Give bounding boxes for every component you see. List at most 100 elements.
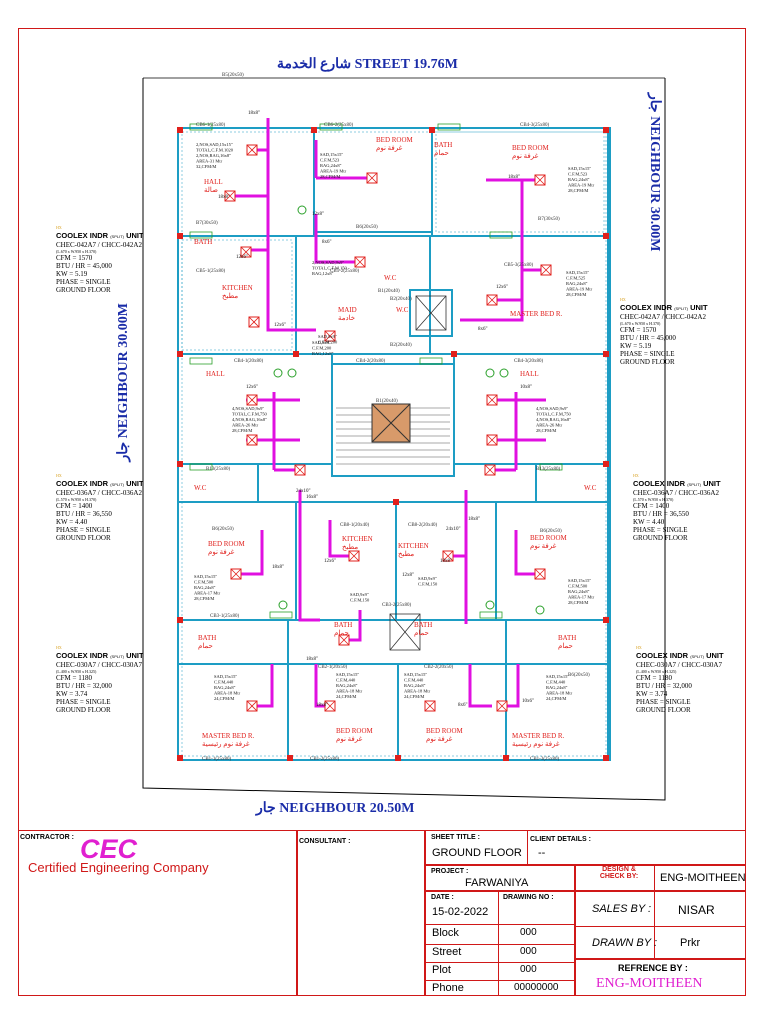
air-note: C.F.M,500 bbox=[194, 580, 214, 586]
beam-tag bbox=[539, 463, 563, 471]
diffuser-cross bbox=[540, 264, 552, 276]
duct-run bbox=[468, 664, 492, 708]
air-note: RAG,24x8" bbox=[214, 685, 236, 691]
air-note: RAG,12x8" bbox=[312, 351, 334, 357]
room-label: W.C bbox=[396, 306, 409, 314]
room-label-arabic: حمام bbox=[434, 149, 449, 157]
duct-size-label: 18x8" bbox=[306, 657, 318, 662]
duct-size-label: 10x6" bbox=[522, 699, 534, 704]
divider bbox=[424, 980, 574, 981]
date-value: 15-02-2022 bbox=[432, 906, 489, 918]
air-note: AREA-31 Mtr bbox=[196, 159, 223, 164]
stairs-group bbox=[336, 295, 450, 651]
beam-tag bbox=[479, 611, 503, 619]
diffusers-group bbox=[224, 144, 552, 712]
room-label-arabic: غرفة نوم رئيسية bbox=[202, 740, 250, 748]
air-note: SAD,15x15" bbox=[404, 672, 427, 678]
diffuser-cross bbox=[324, 700, 336, 712]
duct-size-label: 12x8" bbox=[312, 212, 324, 217]
section-mark bbox=[287, 368, 297, 378]
room-label: BED ROOM bbox=[512, 144, 550, 152]
beam-label: B2(20x40) bbox=[390, 343, 412, 348]
beam-tag bbox=[189, 123, 213, 131]
duct-size-label: 24x10" bbox=[296, 489, 311, 494]
company-name: Certified Engineering Company bbox=[28, 860, 209, 875]
wall bbox=[177, 619, 289, 665]
room-label: BATH bbox=[198, 634, 216, 642]
air-note: AREA-18 Mtr bbox=[404, 689, 431, 694]
divider bbox=[498, 890, 499, 996]
air-note: 4,NOS,RAG,16x8" bbox=[232, 417, 267, 423]
beam-label: B6(20x50) bbox=[568, 673, 590, 678]
column-mark bbox=[177, 461, 183, 467]
duct-run bbox=[514, 530, 540, 576]
column-mark bbox=[177, 617, 183, 623]
air-note: C.F.M,440 bbox=[546, 680, 566, 686]
column-mark bbox=[177, 351, 183, 357]
wall bbox=[295, 501, 397, 621]
divider bbox=[296, 830, 298, 996]
air-note: TOTAL,C.F.M.1020 bbox=[196, 148, 234, 154]
duct-run bbox=[236, 530, 264, 576]
air-note: C.F.M,523 bbox=[568, 172, 588, 178]
room-label-arabic: غرفة نوم bbox=[512, 152, 539, 160]
duct-size-label: 18x8" bbox=[508, 175, 520, 180]
air-note: RAG,24x8" bbox=[194, 585, 216, 591]
room-label-arabic: حمام bbox=[558, 642, 573, 650]
air-note: 24,CFM/M bbox=[336, 694, 356, 700]
column-mark bbox=[287, 755, 293, 761]
beam-label: B1(20x40) bbox=[376, 399, 398, 404]
room-label-arabic: مطبخ bbox=[398, 550, 414, 558]
air-note: SAD,15x15" bbox=[336, 672, 359, 678]
air-note: SAD,15x15" bbox=[214, 674, 237, 680]
air-note: 2,NOS,RAG,16x8" bbox=[196, 153, 231, 159]
air-note: SAD,15x15" bbox=[320, 152, 343, 158]
air-note: 28,CFM/M bbox=[536, 428, 556, 434]
room-label: BATH bbox=[558, 634, 576, 642]
beam-label: CB8-1(20x40) bbox=[340, 523, 370, 528]
column-marks-group bbox=[177, 123, 609, 761]
duct-run bbox=[298, 490, 320, 622]
room-label-arabic: مطبخ bbox=[342, 543, 358, 551]
wall bbox=[177, 127, 611, 761]
diffuser-cross bbox=[534, 174, 546, 186]
beam-label: CB2-1(20x50) bbox=[318, 665, 348, 670]
divider bbox=[424, 890, 746, 892]
room-label: MAID bbox=[338, 306, 357, 314]
diffuser-cross bbox=[294, 464, 306, 476]
sales-by-label: SALES BY : bbox=[592, 903, 652, 915]
diffuser-cross bbox=[424, 700, 436, 712]
diffuser-cross bbox=[484, 464, 496, 476]
air-note: SAD,15x15" bbox=[194, 574, 217, 580]
air-note: C.F.M,523 bbox=[320, 158, 340, 164]
air-note: RAG,24x8" bbox=[336, 683, 358, 689]
beam-label: CB8-2(20x40) bbox=[408, 523, 438, 528]
room-label: MASTER BED R. bbox=[510, 310, 563, 318]
duct-size-label: 8x6" bbox=[322, 240, 332, 245]
air-note: AREA-19 Mtr bbox=[568, 183, 595, 188]
room-label: BATH bbox=[414, 621, 432, 629]
street-label-top: شارع الخدمة STREET 19.76M bbox=[277, 57, 458, 72]
divider bbox=[574, 926, 746, 927]
diffuser-cross bbox=[224, 190, 236, 202]
diffuser-cross bbox=[246, 144, 258, 156]
diffuser-cross bbox=[230, 568, 242, 580]
column-mark bbox=[177, 755, 183, 761]
wall bbox=[177, 501, 297, 621]
wall bbox=[505, 619, 609, 665]
air-note: 28,CFM/M bbox=[566, 292, 586, 298]
street-label-bottom: جار NEIGHBOUR 20.50M bbox=[256, 801, 415, 816]
beam-label: B7(30x50) bbox=[196, 221, 218, 226]
air-note: TOTAL,C.F.M,150 bbox=[312, 266, 347, 272]
walls-group bbox=[177, 127, 611, 761]
air-note: 28,CFM/M bbox=[194, 596, 214, 602]
duct-size-label: 12x6" bbox=[236, 255, 248, 260]
divider bbox=[424, 944, 574, 945]
duct-run bbox=[314, 664, 330, 708]
unit-spec-block: HX COOLEX INDR (SPLIT) UNIT CHEC-030A7 /… bbox=[636, 645, 724, 714]
room-label-arabic: حمام bbox=[198, 642, 213, 650]
consultant-label: CONSULTANT : bbox=[299, 838, 351, 845]
duct-run bbox=[460, 180, 524, 322]
street-value: 000 bbox=[520, 946, 537, 957]
